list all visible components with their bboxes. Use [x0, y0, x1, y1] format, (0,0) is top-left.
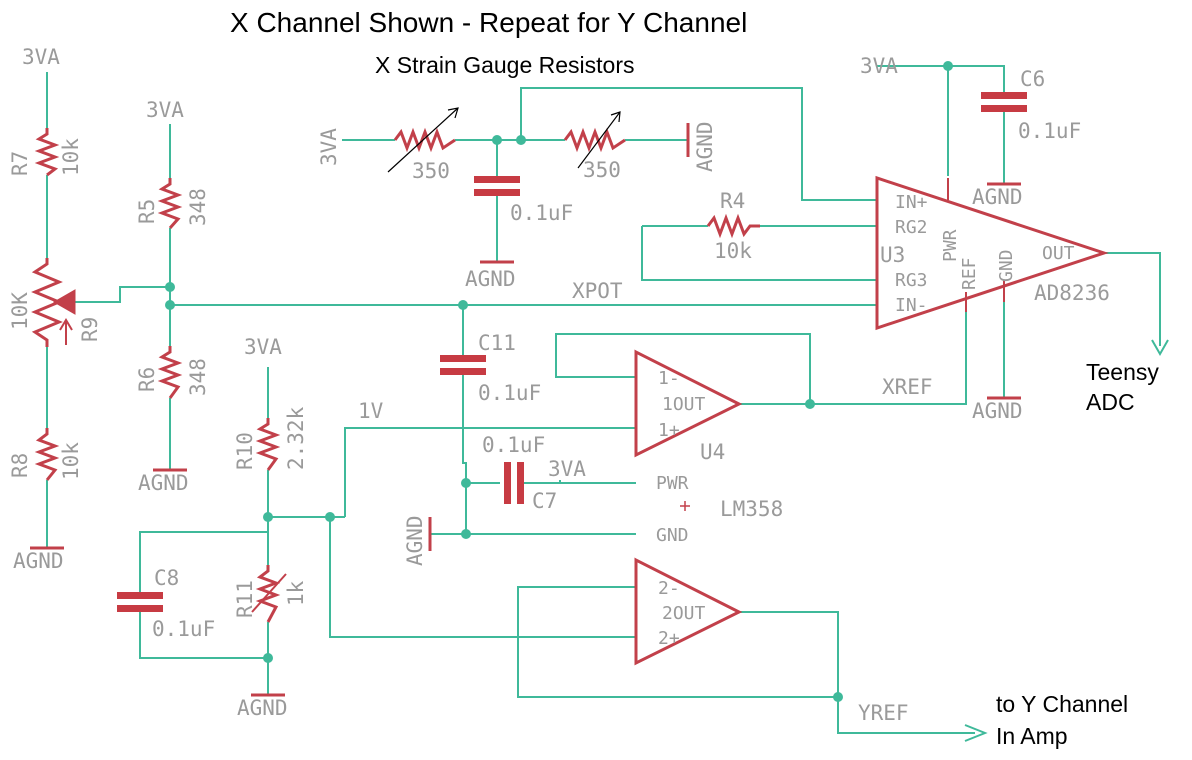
gnd-label-u3: AGND — [972, 399, 1023, 423]
gnd-label-bridge-cap: AGND — [465, 267, 516, 291]
r10-name: R10 — [233, 432, 257, 470]
r10-value: 2.32k — [284, 406, 308, 470]
u3-pin-pwr: PWR — [940, 229, 961, 262]
u3-part: AD8236 — [1034, 281, 1110, 305]
strain-gauge-2: 350 — [563, 111, 626, 182]
y-channel-note-line2: In Amp — [996, 723, 1068, 749]
ground-symbols — [30, 123, 1021, 697]
wires — [46, 65, 1161, 734]
u4-pin-out1: 1OUT — [662, 394, 706, 415]
r6-name: R6 — [135, 367, 159, 392]
r11-value: 1k — [284, 580, 308, 606]
resistor-r7: R7 10k — [8, 128, 83, 177]
vdd-label-r7: 3VA — [22, 45, 60, 69]
resistor-r11: R11 1k — [233, 565, 308, 623]
diagram-subtitle: X Strain Gauge Resistors — [375, 52, 635, 78]
u4-part: LM358 — [720, 497, 783, 521]
u4-pin-in1m: 1- — [658, 368, 680, 389]
r5-name: R5 — [135, 199, 159, 224]
c8-value: 0.1uF — [152, 617, 215, 641]
c7-value: 0.1uF — [482, 433, 545, 457]
u3-pin-out: OUT — [1042, 243, 1075, 264]
u4-name: U4 — [700, 440, 725, 464]
gnd-label-bridge: AGND — [693, 121, 717, 172]
y-channel-note-line1: to Y Channel — [996, 691, 1128, 717]
capacitor-c11: C11 0.1uF — [440, 331, 541, 405]
u3-pin-rg3: RG3 — [895, 270, 928, 291]
resistor-r10: R10 2.32k — [233, 406, 308, 471]
gnd-label-r6: AGND — [138, 471, 189, 495]
u4-pin-gnd: GND — [656, 525, 689, 546]
opamp-u4b: 2- 2OUT 2+ — [634, 557, 743, 666]
sg2-value: 350 — [583, 158, 621, 182]
c-sg-value: 0.1uF — [510, 201, 573, 225]
u3-pin-rg2: RG2 — [895, 217, 928, 238]
teensy-note-line1: Teensy — [1086, 359, 1159, 385]
resistor-r8: R8 10k — [8, 428, 83, 481]
u3-pin-inp: IN+ — [895, 192, 928, 213]
resistor-r5: R5 348 — [135, 178, 210, 229]
r4-value: 10k — [714, 239, 752, 263]
junctions — [165, 61, 953, 702]
r7-name: R7 — [8, 151, 32, 176]
c11-value: 0.1uF — [478, 381, 541, 405]
net-labels: XPOT XREF YREF 1V — [358, 279, 933, 725]
diagram-title: X Channel Shown - Repeat for Y Channel — [230, 7, 747, 38]
opamp-u4a: 1- 1OUT 1+ — [634, 349, 743, 458]
vdd-label-u3: 3VA — [860, 54, 898, 78]
c6-name: C6 — [1020, 67, 1045, 91]
gnd-label-c6: AGND — [972, 185, 1023, 209]
u4-pin-pwr: PWR — [656, 473, 689, 494]
c11-name: C11 — [478, 331, 516, 355]
r9-name: R9 — [78, 317, 102, 342]
capacitor-c7: 0.1uF C7 — [482, 433, 557, 513]
strain-gauge-1: 350 — [387, 107, 459, 183]
gnd-label-r11: AGND — [237, 696, 288, 720]
u4-pin-in2p: 2+ — [658, 628, 680, 649]
net-label-xref: XREF — [882, 375, 933, 399]
vdd-label-bridge: 3VA — [317, 128, 341, 166]
net-label-xpot: XPOT — [572, 279, 623, 303]
r4-name: R4 — [720, 189, 745, 213]
sg1-value: 350 — [412, 159, 450, 183]
c7-name: C7 — [532, 489, 557, 513]
vdd-label-r10: 3VA — [244, 335, 282, 359]
ground-labels: AGND AGND AGND AGND AGND AGND AGND AGND — [13, 121, 1023, 720]
r11-name: R11 — [233, 580, 257, 618]
resistor-r4: R4 10k — [706, 189, 760, 263]
c6-value: 0.1uF — [1018, 119, 1081, 143]
u3-pin-ref: REF — [959, 257, 980, 290]
u4-pin-out2: 2OUT — [662, 603, 706, 624]
instrumentation-amp-u3: IN+ RG2 RG3 IN- PWR REF GND OUT U3 AD823… — [875, 175, 1110, 331]
capacitor-c6: C6 0.1uF — [981, 67, 1081, 143]
gnd-label-r8: AGND — [13, 549, 64, 573]
vdd-label-u4: 3VA — [548, 457, 586, 481]
u3-name: U3 — [880, 243, 905, 267]
r8-name: R8 — [8, 453, 32, 478]
teensy-note-line2: ADC — [1086, 389, 1135, 415]
u3-pin-gnd: GND — [996, 249, 1017, 282]
r9-value: 10K — [8, 292, 32, 330]
u4-pin-in2m: 2- — [658, 578, 680, 599]
potentiometer-r9: 10K R9 — [8, 258, 102, 347]
vdd-label-r5: 3VA — [146, 98, 184, 122]
net-label-1v: 1V — [358, 399, 384, 423]
gnd-label-u4: AGND — [403, 515, 427, 566]
u4-power-pins: PWR GND U4 LM358 — [656, 440, 783, 546]
r8-value: 10k — [59, 442, 83, 480]
u4-pin-in1p: 1+ — [658, 420, 680, 441]
r5-value: 348 — [186, 188, 210, 226]
c8-name: C8 — [154, 566, 179, 590]
resistor-r6: R6 348 — [135, 346, 210, 399]
net-label-yref: YREF — [858, 701, 909, 725]
capacitor-bridge: 0.1uF — [474, 176, 573, 225]
r6-value: 348 — [186, 358, 210, 396]
capacitor-c8: C8 0.1uF — [117, 566, 215, 641]
u3-pin-inm: IN- — [895, 295, 928, 316]
r7-value: 10k — [59, 138, 83, 176]
supply-labels: 3VA 3VA 3VA 3VA 3VA 3VA — [22, 45, 898, 481]
